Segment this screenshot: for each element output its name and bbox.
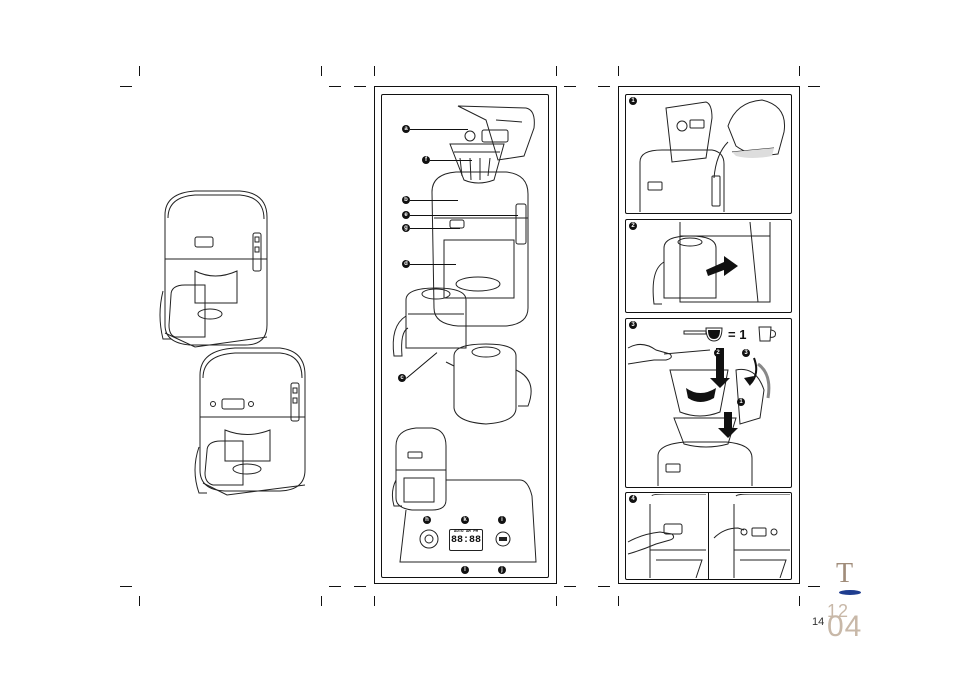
crop-mark bbox=[618, 596, 619, 606]
callout-leader-line bbox=[410, 129, 468, 130]
callout-g: g bbox=[402, 224, 410, 232]
crop-mark bbox=[808, 586, 820, 587]
crop-mark bbox=[139, 66, 140, 76]
crop-mark bbox=[618, 66, 619, 76]
crop-mark bbox=[374, 66, 375, 76]
control-panel-detail-illustration bbox=[391, 427, 537, 563]
step-3-substep-3: 3 bbox=[742, 349, 750, 357]
crop-mark bbox=[598, 86, 610, 87]
steps-frame bbox=[618, 86, 800, 584]
callout-a: a bbox=[402, 125, 410, 133]
crop-mark bbox=[556, 596, 557, 606]
crop-mark bbox=[120, 586, 132, 587]
callout-leader-line bbox=[410, 215, 518, 216]
step-1-number: 1 bbox=[629, 97, 637, 105]
callout-i: i bbox=[498, 516, 506, 524]
step-3-substep-1: 1 bbox=[737, 398, 745, 406]
display-indicators: AUTO AM PM bbox=[453, 530, 478, 534]
step-4-press-buttons-illustration bbox=[627, 494, 790, 578]
callout-b: b bbox=[402, 196, 410, 204]
page-number: 14 bbox=[812, 616, 825, 628]
scoop-equation: = 1 bbox=[728, 327, 747, 342]
measuring-scoop-icon bbox=[683, 327, 723, 342]
cup-icon bbox=[758, 326, 776, 342]
program-button-icon bbox=[495, 531, 511, 547]
step-1-fill-water-illustration bbox=[639, 99, 786, 212]
crop-mark bbox=[139, 596, 140, 606]
callout-f: f bbox=[422, 156, 430, 164]
crop-mark bbox=[598, 586, 610, 587]
crop-mark bbox=[556, 66, 557, 76]
callout-leader-line bbox=[410, 228, 460, 229]
callout-h: h bbox=[423, 516, 431, 524]
crop-mark bbox=[799, 596, 800, 606]
on-off-button-icon bbox=[419, 529, 439, 549]
callout-c: c bbox=[398, 374, 406, 382]
callout-leader-line bbox=[410, 200, 458, 201]
crop-mark bbox=[321, 596, 322, 606]
callout-leader-line bbox=[410, 264, 456, 265]
callout-j: j bbox=[498, 566, 506, 574]
parts-overview-frame bbox=[374, 86, 557, 584]
crop-mark bbox=[564, 86, 576, 87]
callout-leader-line bbox=[430, 160, 472, 161]
brand-logo-bar bbox=[839, 590, 861, 595]
crop-mark bbox=[799, 66, 800, 76]
step-2-panel bbox=[625, 219, 792, 313]
brand-logo-t: T bbox=[836, 558, 854, 589]
step-4-number: 4 bbox=[629, 495, 637, 503]
crop-mark bbox=[808, 86, 820, 87]
cover-coffee-makers-illustration bbox=[159, 190, 306, 496]
crop-mark bbox=[564, 586, 576, 587]
step-3-substep-2: 2 bbox=[714, 349, 722, 357]
crop-mark bbox=[120, 86, 132, 87]
issue-code-top: 12 bbox=[827, 601, 850, 621]
step-2-insert-carafe-illustration bbox=[652, 222, 771, 305]
display-digits: 88:88 bbox=[450, 535, 481, 546]
crop-mark bbox=[354, 586, 366, 587]
crop-mark bbox=[329, 86, 341, 87]
callout-l: l bbox=[461, 566, 469, 574]
step-3-number: 3 bbox=[629, 321, 637, 329]
crop-mark bbox=[374, 596, 375, 606]
step-3-add-coffee-illustration bbox=[627, 344, 771, 486]
callout-e: e bbox=[402, 211, 410, 219]
callout-d: d bbox=[402, 260, 410, 268]
crop-mark bbox=[354, 86, 366, 87]
step-2-number: 2 bbox=[629, 222, 637, 230]
crop-mark bbox=[329, 586, 341, 587]
lcd-display: AUTO AM PM 88:88 bbox=[449, 529, 483, 551]
exploded-parts-illustration bbox=[392, 105, 535, 425]
step-4-divider bbox=[708, 492, 709, 580]
parts-overview-panel bbox=[381, 94, 549, 578]
callout-k: k bbox=[461, 516, 469, 524]
crop-mark bbox=[321, 66, 322, 76]
step-3-panel bbox=[625, 318, 792, 488]
issue-code-bottom: 04 bbox=[827, 610, 863, 643]
